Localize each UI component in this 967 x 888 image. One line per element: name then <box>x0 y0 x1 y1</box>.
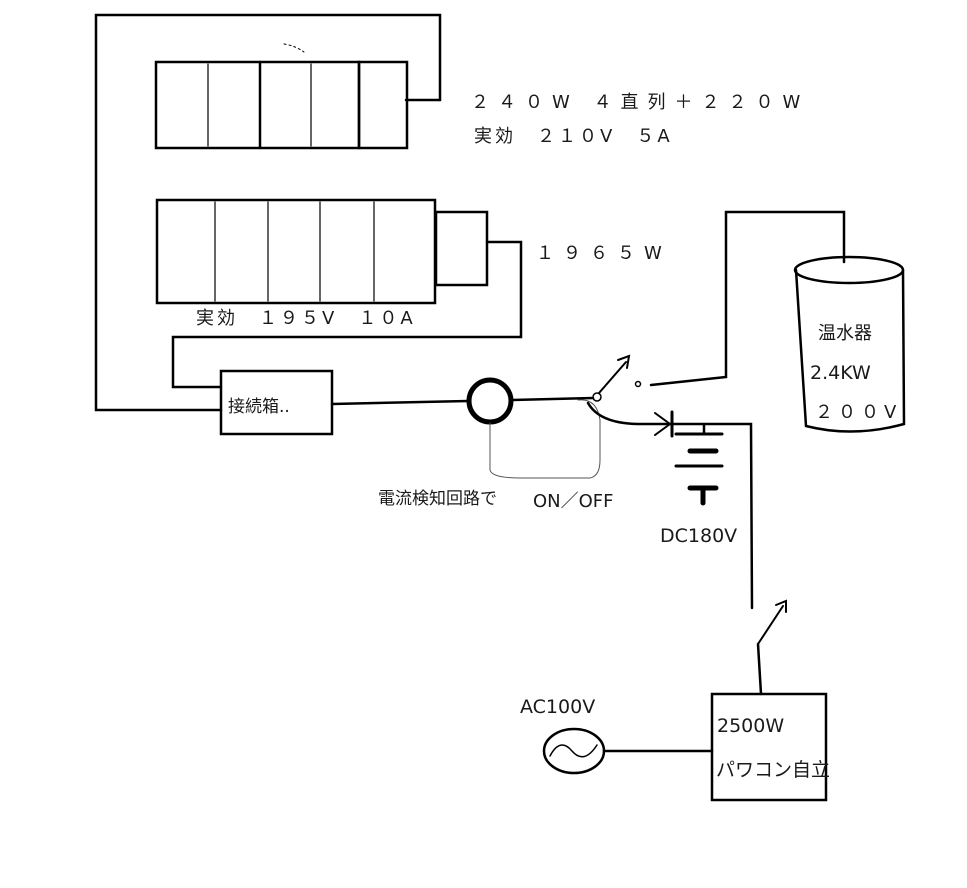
switch-to-heater-wire <box>649 210 846 387</box>
pcs-power-label: 2500W <box>717 715 785 737</box>
junction-to-sensor-wire <box>330 399 470 406</box>
lower-array-effective-label: 実効 １９５V １０A <box>196 308 416 329</box>
current-detect-label: 電流検知回路で <box>378 489 497 509</box>
power-conditioner-box <box>710 692 828 802</box>
heater-voltage-label: ２００V <box>815 402 902 423</box>
diode-to-inverter-wire <box>670 422 754 610</box>
inverter-switch <box>756 599 787 696</box>
lower-solar-array <box>155 198 489 305</box>
upper-array-return-wire <box>94 13 442 412</box>
sensor-to-switch-wire <box>510 396 595 402</box>
current-sensor-ring <box>466 377 514 425</box>
lower-array-wire <box>171 240 523 389</box>
sensor-control-loop <box>489 399 601 479</box>
relay-switch <box>592 354 642 402</box>
upper-array-spec-label: ２４０W ４直列＋２２０W <box>471 92 810 113</box>
heater-power-label: 2.4KW <box>810 362 871 384</box>
junction-box <box>219 369 334 436</box>
dc-voltage-label: DC180V <box>660 525 738 547</box>
water-heater <box>793 255 906 433</box>
junction-box-label: 接続箱.. <box>228 397 290 417</box>
battery <box>674 423 724 506</box>
switch-to-diode-wire <box>586 401 674 426</box>
upper-array-effective-label: 実効 ２１０V ５A <box>474 126 673 147</box>
lower-array-power-label: １９６５W <box>536 243 671 264</box>
water-heater-label: 温水器 <box>818 323 872 344</box>
ac-source <box>542 727 606 775</box>
ac-source-label: AC100V <box>520 696 596 718</box>
pcs-mode-label: パワコン自立 <box>716 759 831 781</box>
on-off-label: ON／OFF <box>533 491 614 512</box>
upper-solar-array <box>154 43 409 150</box>
